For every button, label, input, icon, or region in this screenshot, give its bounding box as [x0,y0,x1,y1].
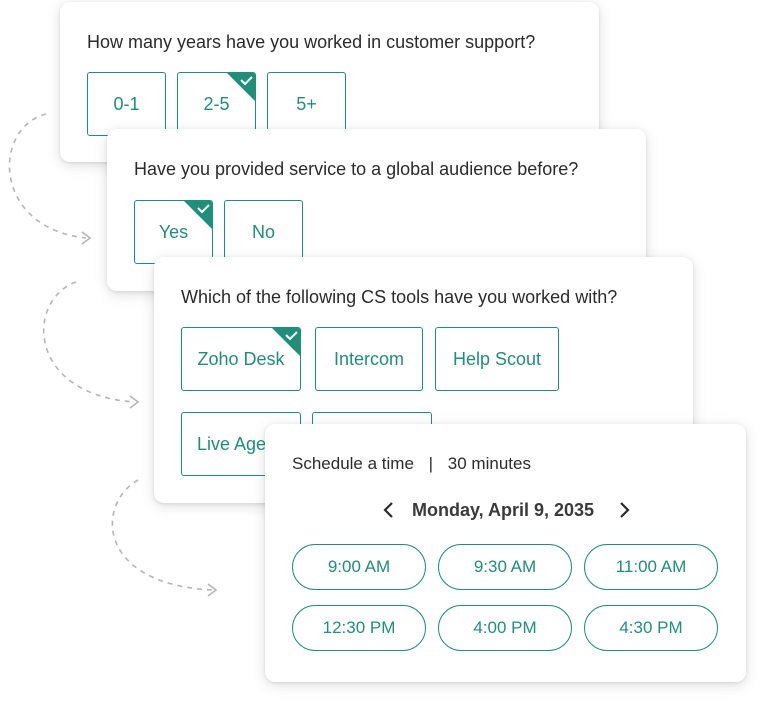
option-label: 5+ [296,93,317,114]
question-text: Which of the following CS tools have you… [181,287,618,307]
question-text: How many years have you worked in custom… [87,32,536,52]
time-slot[interactable]: 9:00 AM [292,544,426,590]
option-help-scout[interactable]: Help Scout [435,327,559,391]
prev-date-button[interactable] [379,498,399,522]
option-label: No [251,221,275,242]
connector-arrow-1 [8,113,92,245]
option-label: Help Scout [452,348,542,369]
selected-check-icon [272,328,300,356]
schedule-card: Schedule a time | 30 minutes Monday, Apr… [265,424,746,682]
option-intercom[interactable]: Intercom [315,327,423,391]
option-label: 2-5 [203,93,230,114]
option-label: 0-1 [113,93,140,114]
next-date-button[interactable] [614,498,634,522]
time-slot[interactable]: 11:00 AM [584,544,718,590]
option-label: Intercom [333,348,405,369]
schedule-duration: 30 minutes [447,454,531,473]
option-label: Yes [158,221,189,242]
option-zoho-desk[interactable]: Zoho Desk [181,327,301,391]
time-slot[interactable]: 4:00 PM [438,605,572,651]
option-yes[interactable]: Yes [134,200,213,264]
option-0-1[interactable]: 0-1 [87,72,166,136]
option-2-5[interactable]: 2-5 [177,72,256,136]
selected-check-icon [227,73,255,101]
connector-arrow-3 [111,479,218,597]
time-slot[interactable]: 12:30 PM [292,605,426,651]
question-text: Have you provided service to a global au… [134,159,579,179]
option-label: Zoho Desk [197,348,285,369]
option-label: Live Agent [197,433,282,454]
time-slot[interactable]: 4:30 PM [584,605,718,651]
selected-check-icon [184,201,212,229]
connector-arrow-2 [43,281,140,409]
schedule-title: Schedule a time [292,454,414,473]
time-slot[interactable]: 9:30 AM [438,544,572,590]
schedule-date: Monday, April 9, 2035 [412,500,595,520]
option-5-plus[interactable]: 5+ [267,72,346,136]
option-no[interactable]: No [224,200,303,264]
header-separator: | [428,454,434,473]
schedule-header: Schedule a time | 30 minutes [292,454,531,474]
